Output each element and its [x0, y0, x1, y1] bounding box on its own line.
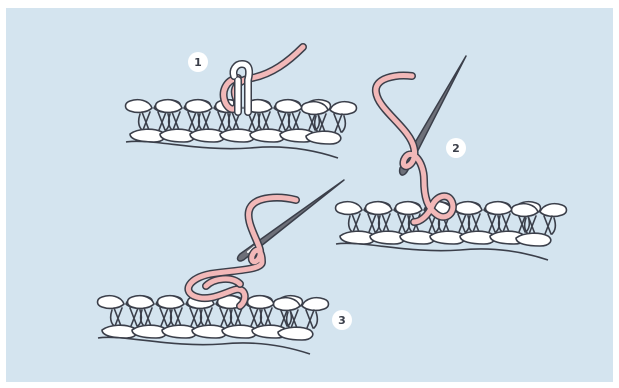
step-badge-2: 2: [446, 138, 466, 158]
step-number-1: 1: [194, 56, 202, 69]
step-number-3: 3: [338, 314, 346, 327]
step-badge-3: 3: [332, 310, 352, 330]
step-number-2: 2: [452, 142, 460, 155]
step-badge-1: 1: [188, 52, 208, 72]
swatch-step-3: [98, 296, 329, 354]
